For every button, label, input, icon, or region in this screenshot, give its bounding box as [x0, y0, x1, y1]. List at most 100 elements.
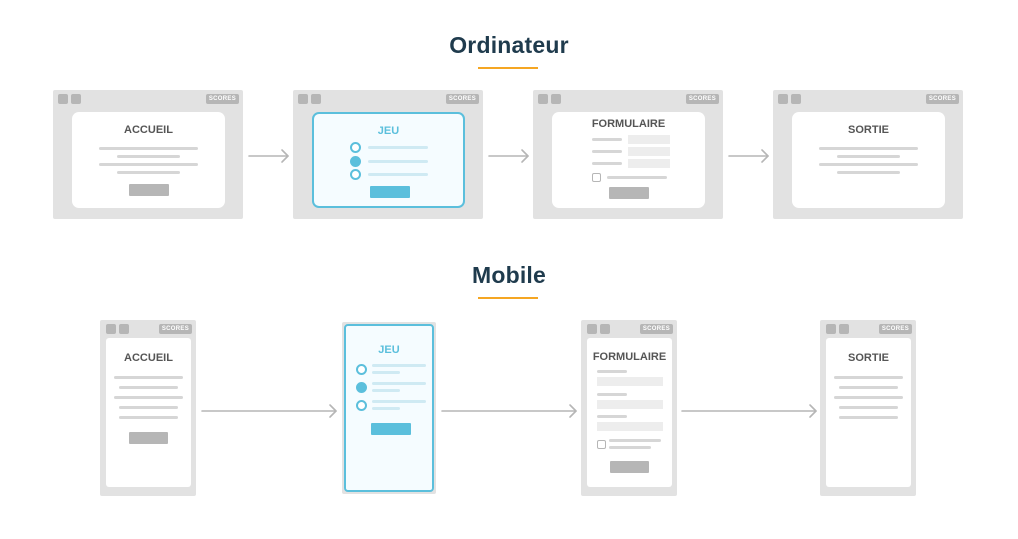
- submit-button-placeholder: [610, 461, 649, 473]
- field-label: [592, 162, 622, 165]
- checkbox-label: [607, 176, 667, 179]
- mobile-form-window: SCORES FORMULAIRE: [581, 320, 677, 496]
- form-screen: FORMULAIRE: [587, 338, 672, 487]
- scores-badge: SCORES: [445, 94, 479, 104]
- form-screen-title: FORMULAIRE: [591, 118, 666, 130]
- desktop-exit-window: SCORES SORTIE: [773, 90, 963, 219]
- scores-badge: SCORES: [878, 324, 912, 334]
- exit-screen: SORTIE: [826, 338, 911, 487]
- mobile-home-window: SCORES ACCUEIL: [100, 320, 196, 496]
- mobile-title-underline: [478, 297, 538, 299]
- validate-button-placeholder: [371, 423, 411, 435]
- radio-option: [356, 400, 367, 411]
- game-screen: JEU: [344, 324, 434, 492]
- text-line: [839, 406, 898, 409]
- option-line: [372, 400, 426, 403]
- window-control: [839, 324, 849, 334]
- scores-badge: SCORES: [925, 94, 959, 104]
- radio-option: [350, 142, 361, 153]
- window-control: [538, 94, 548, 104]
- option-line: [368, 160, 428, 163]
- option-line: [368, 173, 428, 176]
- scores-badge: SCORES: [205, 94, 239, 104]
- window-control: [778, 94, 788, 104]
- window-control: [298, 94, 308, 104]
- desktop-form-window: SCORES FORMULAIRE: [533, 90, 723, 219]
- home-screen-title: ACCUEIL: [124, 352, 173, 364]
- form-field: [597, 422, 663, 431]
- arrow-right-icon: [201, 404, 337, 418]
- text-line: [834, 396, 903, 399]
- start-button-placeholder: [129, 432, 168, 444]
- exit-screen-title: SORTIE: [848, 124, 889, 136]
- option-line: [372, 364, 426, 367]
- text-line: [819, 147, 918, 150]
- validate-button-placeholder: [370, 186, 410, 198]
- form-field: [628, 147, 670, 156]
- form-field: [628, 135, 670, 144]
- exit-screen-title: SORTIE: [848, 352, 889, 364]
- desktop-title-underline: [478, 67, 538, 69]
- text-line: [117, 155, 180, 158]
- text-line: [99, 147, 198, 150]
- desktop-section-title: Ordinateur: [449, 32, 569, 58]
- window-control: [600, 324, 610, 334]
- option-line: [368, 146, 428, 149]
- text-line: [119, 406, 178, 409]
- option-line: [372, 371, 400, 374]
- window-control: [587, 324, 597, 334]
- text-line: [834, 376, 903, 379]
- checkbox-label: [609, 446, 651, 449]
- window-control: [71, 94, 81, 104]
- mobile-exit-window: SCORES SORTIE: [820, 320, 916, 496]
- text-line: [117, 171, 180, 174]
- window-control: [791, 94, 801, 104]
- text-line: [839, 386, 898, 389]
- form-screen: FORMULAIRE: [552, 112, 705, 208]
- radio-option: [350, 169, 361, 180]
- form-screen-title: FORMULAIRE: [592, 351, 667, 363]
- radio-option-selected: [350, 156, 361, 167]
- window-control: [58, 94, 68, 104]
- text-line: [99, 163, 198, 166]
- text-line: [114, 376, 183, 379]
- window-control: [106, 324, 116, 334]
- text-line: [839, 416, 898, 419]
- field-label: [592, 138, 622, 141]
- mobile-game-window: JEU: [342, 322, 436, 494]
- window-control: [311, 94, 321, 104]
- arrow-right-icon: [728, 149, 769, 163]
- radio-option: [356, 364, 367, 375]
- text-line: [837, 155, 900, 158]
- mobile-section-title: Mobile: [471, 262, 547, 288]
- start-button-placeholder: [129, 184, 169, 196]
- checkbox-placeholder: [597, 440, 606, 449]
- game-screen-title: JEU: [377, 125, 400, 137]
- home-screen-title: ACCUEIL: [124, 124, 173, 136]
- option-line: [372, 382, 426, 385]
- radio-option-selected: [356, 382, 367, 393]
- exit-screen: SORTIE: [792, 112, 945, 208]
- checkbox-placeholder: [592, 173, 601, 182]
- submit-button-placeholder: [609, 187, 649, 199]
- arrow-right-icon: [441, 404, 577, 418]
- desktop-game-window: SCORES JEU: [293, 90, 483, 219]
- window-control: [119, 324, 129, 334]
- window-control: [551, 94, 561, 104]
- checkbox-label: [609, 439, 661, 442]
- text-line: [837, 171, 900, 174]
- window-control: [826, 324, 836, 334]
- text-line: [819, 163, 918, 166]
- form-field: [628, 159, 670, 168]
- field-label: [597, 415, 627, 418]
- text-line: [114, 396, 183, 399]
- text-line: [119, 386, 178, 389]
- game-screen-title: JEU: [378, 344, 400, 356]
- home-screen: ACCUEIL: [72, 112, 225, 208]
- scores-badge: SCORES: [639, 324, 673, 334]
- option-line: [372, 389, 400, 392]
- text-line: [119, 416, 178, 419]
- arrow-right-icon: [248, 149, 289, 163]
- arrow-right-icon: [488, 149, 529, 163]
